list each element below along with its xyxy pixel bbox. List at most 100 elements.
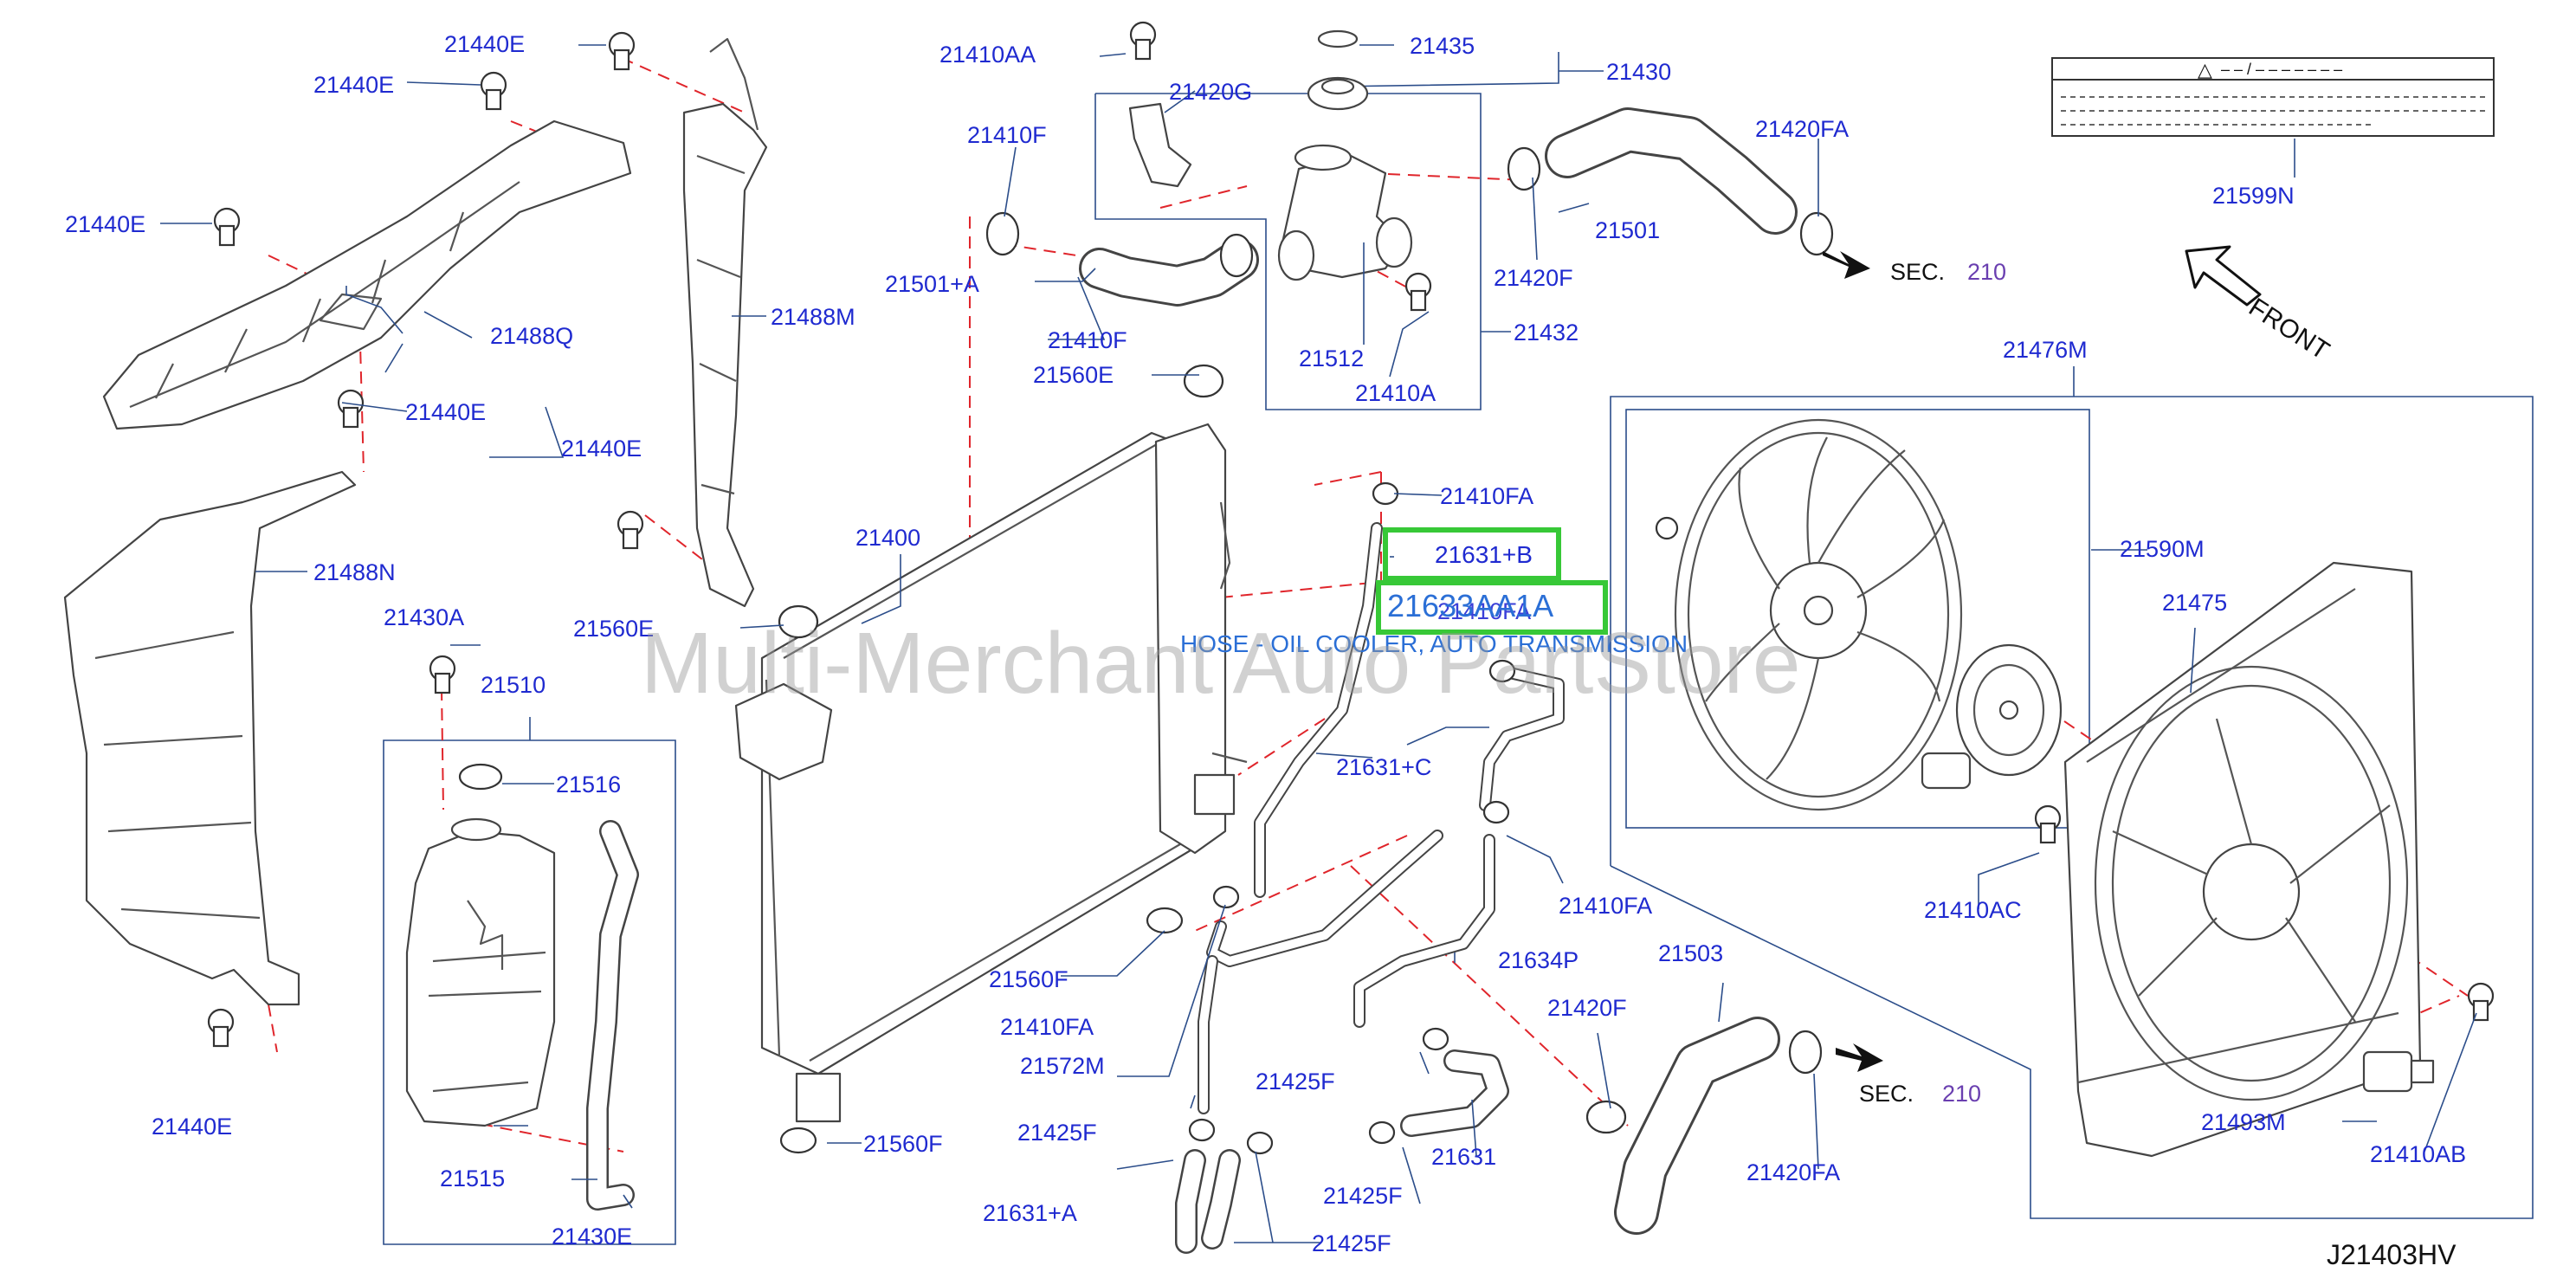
group-boxes	[383, 52, 2534, 1245]
clamps-and-fasteners	[207, 21, 2495, 1155]
part-label[interactable]: 21420F	[1547, 995, 1627, 1021]
oil-cooler-hoses	[1175, 522, 1565, 1254]
part-label[interactable]: 21476M	[2003, 337, 2088, 363]
part-label[interactable]: 21440E	[444, 31, 525, 57]
sec-reference-top: SEC. 210	[1890, 259, 2006, 285]
svg-text:210: 210	[1942, 1081, 1981, 1107]
part-label[interactable]: 21475	[2162, 590, 2227, 616]
fan-shroud	[2063, 561, 2422, 1158]
fan-motor-group-box	[1625, 409, 2090, 829]
part-label[interactable]: 21440E	[65, 211, 145, 237]
hose-21501a	[1079, 239, 1259, 307]
svg-text:SEC.: SEC.	[1859, 1081, 1914, 1107]
radiator-cap	[1307, 29, 1369, 111]
reservoir-group-box	[383, 717, 676, 1245]
part-label[interactable]: 21430A	[384, 604, 464, 630]
sec-arrows	[1823, 251, 1883, 1072]
sec-reference-bottom: SEC. 210	[1859, 1081, 1981, 1107]
cooling-fan	[1674, 418, 1963, 811]
part-label[interactable]: 21488N	[313, 559, 396, 585]
fan-resistor	[2362, 1050, 2435, 1093]
part-label[interactable]: 21631+C	[1336, 754, 1431, 780]
part-label[interactable]: 21420F	[1494, 265, 1573, 291]
warning-header: – – / – – – – – – –	[2221, 61, 2342, 78]
part-label[interactable]: 21501	[1595, 217, 1660, 243]
part-label[interactable]: 21410FA	[1440, 483, 1533, 509]
air-guide-upper	[102, 119, 632, 430]
part-label[interactable]: 21410F	[967, 122, 1047, 148]
part-label[interactable]: 21501+A	[885, 271, 979, 297]
fan-motor	[1921, 643, 2063, 790]
part-label[interactable]: 21425F	[1323, 1183, 1403, 1209]
part-label[interactable]: 21634P	[1498, 947, 1579, 973]
water-outlet-group-box	[1094, 93, 1482, 410]
part-label[interactable]: 21488M	[771, 304, 855, 330]
warning-symbol: △	[2198, 59, 2212, 81]
reservoir-hose	[586, 820, 639, 1211]
hose-21501	[1545, 107, 1798, 235]
highlight-label-21631b[interactable]: 21631+B	[1435, 541, 1533, 568]
coolant-reservoir	[405, 817, 556, 1127]
part-label[interactable]: 21420FA	[1755, 116, 1849, 142]
watermark: Multi-Merchant Auto PartStore	[641, 615, 1800, 712]
air-guide-side	[682, 37, 768, 608]
front-label: FRONT	[2244, 293, 2334, 365]
part-label[interactable]: 21510	[481, 672, 546, 698]
part-label[interactable]: 21572M	[1020, 1053, 1105, 1079]
part-label[interactable]: 21560E	[1033, 362, 1114, 388]
part-label[interactable]: 21440E	[561, 436, 642, 462]
part-label[interactable]: 21410FA	[1559, 893, 1652, 919]
fan-assembly-group-box	[1610, 396, 2534, 1219]
part-label[interactable]: 21440E	[313, 72, 394, 98]
part-label[interactable]: 21430	[1606, 59, 1671, 85]
svg-text:SEC.: SEC.	[1890, 259, 1945, 285]
part-label[interactable]: 21440E	[152, 1114, 232, 1140]
part-labels: 21440E 21440E 21440E 21440E 21440E 21440…	[65, 31, 2466, 1256]
front-arrow	[2185, 245, 2262, 307]
part-label[interactable]: 21631+A	[983, 1200, 1077, 1226]
part-label[interactable]: 21420G	[1169, 79, 1252, 105]
part-label[interactable]: 21493M	[2201, 1109, 2286, 1135]
part-label[interactable]: 21410FA	[1437, 598, 1531, 624]
bracket-21420g	[1128, 102, 1192, 188]
part-label[interactable]: 21425F	[1017, 1120, 1097, 1146]
part-label[interactable]: 21410AB	[2370, 1141, 2466, 1167]
part-label[interactable]: 21631	[1431, 1144, 1496, 1170]
diagram-id: J21403HV	[2327, 1239, 2457, 1270]
part-label[interactable]: 21432	[1514, 320, 1579, 345]
part-label[interactable]: 21410F	[1048, 327, 1127, 353]
part-label[interactable]: 21420FA	[1746, 1159, 1840, 1185]
part-label[interactable]: 21435	[1410, 33, 1475, 59]
part-label[interactable]: 21503	[1658, 940, 1723, 966]
highlight-label-21633aa1a[interactable]: 21633AA1A	[1387, 588, 1553, 623]
part-label[interactable]: 21425F	[1312, 1230, 1391, 1256]
callout-description: HOSE - OIL COOLER, AUTO TRANSMISSION	[1180, 630, 1688, 657]
svg-text:210: 210	[1967, 259, 2006, 285]
part-label[interactable]: 21560E	[573, 616, 654, 642]
part-label[interactable]: 21410AA	[939, 42, 1036, 68]
part-label[interactable]: 21516	[556, 772, 621, 797]
part-label[interactable]: 21488Q	[490, 323, 573, 349]
highlight-box-21631b[interactable]	[1383, 527, 1561, 581]
part-label[interactable]: 21590M	[2120, 536, 2205, 562]
part-label[interactable]: 21425F	[1256, 1069, 1335, 1095]
water-outlet	[1277, 144, 1413, 281]
part-label[interactable]: 21410FA	[1000, 1014, 1094, 1040]
highlight-box-21633aa1a[interactable]	[1376, 580, 1608, 635]
part-label[interactable]: 21560F	[989, 966, 1068, 992]
part-label[interactable]: 21440E	[405, 399, 486, 425]
part-label[interactable]: 21512	[1299, 345, 1364, 371]
part-label[interactable]: 21430E	[552, 1224, 632, 1249]
part-label[interactable]: 21599N	[2212, 183, 2295, 209]
part-label[interactable]: 21410A	[1355, 380, 1436, 406]
hose-21503	[1614, 1017, 1780, 1235]
part-label[interactable]: 21560F	[863, 1131, 943, 1157]
warning-label-21599n: △ – – / – – – – – – –	[2051, 57, 2495, 137]
part-label[interactable]: 21515	[440, 1166, 505, 1191]
radiator	[734, 423, 1248, 1123]
part-label[interactable]: 21400	[855, 525, 920, 551]
part-label[interactable]: 21410AC	[1924, 897, 2022, 923]
leader-lines	[160, 44, 2477, 1243]
air-guide-lower	[63, 470, 357, 1006]
